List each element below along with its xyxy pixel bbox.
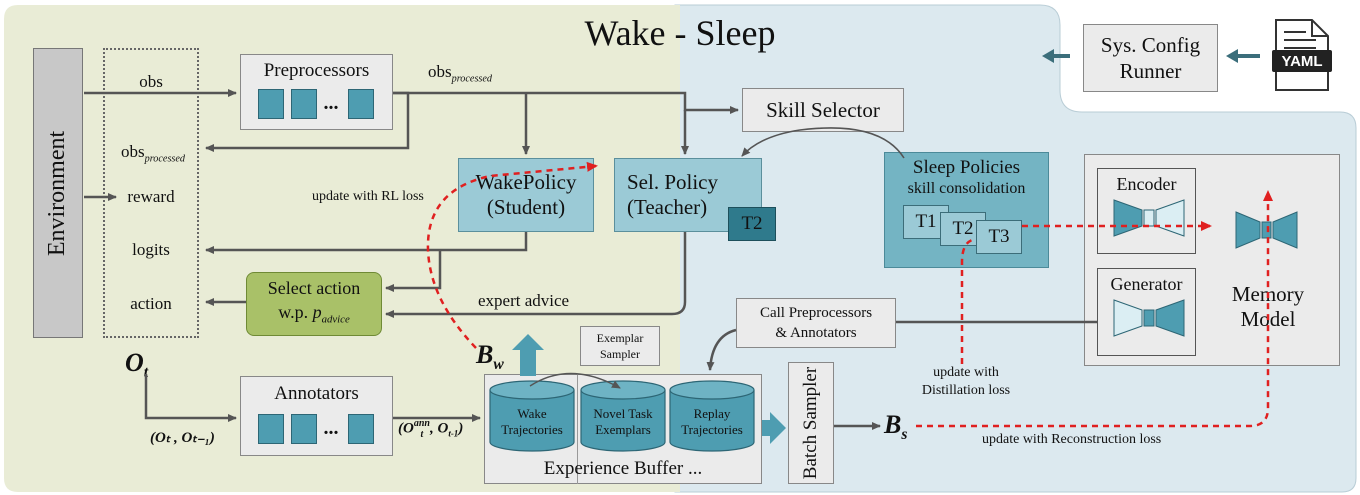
edge-ot-to-annotators [144, 374, 237, 422]
observation-dotted-box [103, 48, 199, 338]
diagram-title: Wake - Sleep [584, 13, 776, 53]
call-preprocessors-box: Call Preprocessors & Annotators [736, 298, 896, 348]
encoder-label: Encoder [1116, 174, 1177, 194]
exemplar-sampler-box: Exemplar Sampler [580, 326, 660, 366]
encoder-shape [1113, 199, 1185, 237]
annotator-unit-3 [348, 414, 374, 444]
label-logits: logits [132, 240, 170, 259]
edge-expert-advice [385, 232, 687, 318]
experience-buffer-label: Experience Buffer ... [543, 458, 703, 479]
environment-box: Environment [33, 48, 83, 338]
generator-label: Generator [1110, 274, 1183, 294]
annotators-title: Annotators [274, 383, 359, 404]
edge-wake-to-select [385, 250, 442, 292]
wake-region [4, 5, 680, 492]
batch-sleep-label: Bs [884, 410, 908, 444]
annotator-unit-1 [258, 414, 284, 444]
edge-call-to-buffer [706, 328, 737, 371]
replay-trajectories-cylinder [669, 380, 755, 452]
label-obs-processed-top: obsprocessed [428, 62, 492, 85]
preprocessor-ellipsis: ... [323, 92, 339, 114]
wake-trajectories-cylinder [489, 380, 575, 452]
edge-to-skill-selector [393, 91, 739, 114]
preprocessors-title: Preprocessors [263, 60, 370, 81]
label-action: action [130, 294, 172, 313]
label-reward: reward [127, 187, 175, 206]
skill-selector-box: Skill Selector [742, 88, 904, 132]
preprocessor-unit-2 [291, 89, 317, 119]
edge-logits [205, 232, 528, 254]
generator-shape [1113, 299, 1185, 337]
sleep-task-t3: T3 [976, 220, 1022, 254]
preprocessor-unit-3 [348, 89, 374, 119]
label-o-t: Ot [125, 348, 149, 382]
edge-skill-selector-curve [741, 127, 905, 159]
reconstruction-loss-label: update with Reconstruction loss [982, 432, 1162, 447]
label-obs: obs [139, 72, 163, 91]
bw-up-arrow [512, 334, 544, 376]
sleep-policies-subtitle: skill consolidation [907, 180, 1026, 197]
label-obs-processed: obsprocessed [121, 142, 185, 165]
memory-model-shape [1235, 211, 1298, 249]
selected-policy-box: Sel. Policy (Teacher) [614, 158, 762, 232]
buffer-cylinders [489, 380, 755, 452]
distillation-path [960, 238, 973, 364]
annotator-ellipsis: ... [323, 417, 339, 439]
wake-policy-box: WakePolicy (Student) [458, 158, 594, 232]
batch-wake-label: Bw [476, 340, 504, 374]
teacher-task-tag: T2 [728, 207, 776, 241]
edge-exemplar-curve [529, 372, 621, 389]
sleep-policies-title: Sleep Policies [912, 157, 1021, 178]
edge-obs-processed-back [205, 91, 410, 152]
select-action-box: Select action w.p. padvice [246, 272, 382, 336]
expert-advice-label: expert advice [478, 291, 570, 310]
batch-sampler-box: Batch Sampler [788, 362, 834, 484]
reconstruction-path [916, 190, 1273, 428]
novel-task-cylinder [580, 380, 666, 452]
rl-loss-path [426, 161, 598, 349]
yaml-badge: YAML [1272, 50, 1332, 72]
rl-loss-label: update with RL loss [312, 189, 424, 204]
annotator-unit-2 [291, 414, 317, 444]
buffer-to-sampler-arrow [762, 412, 786, 444]
buffer-divider [577, 374, 578, 484]
preprocessor-unit-1 [258, 89, 284, 119]
sys-config-runner: Sys. Config Runner [1083, 24, 1218, 92]
tuple-left-label: (Oₜ , Oₜ₋₁) [150, 430, 215, 446]
